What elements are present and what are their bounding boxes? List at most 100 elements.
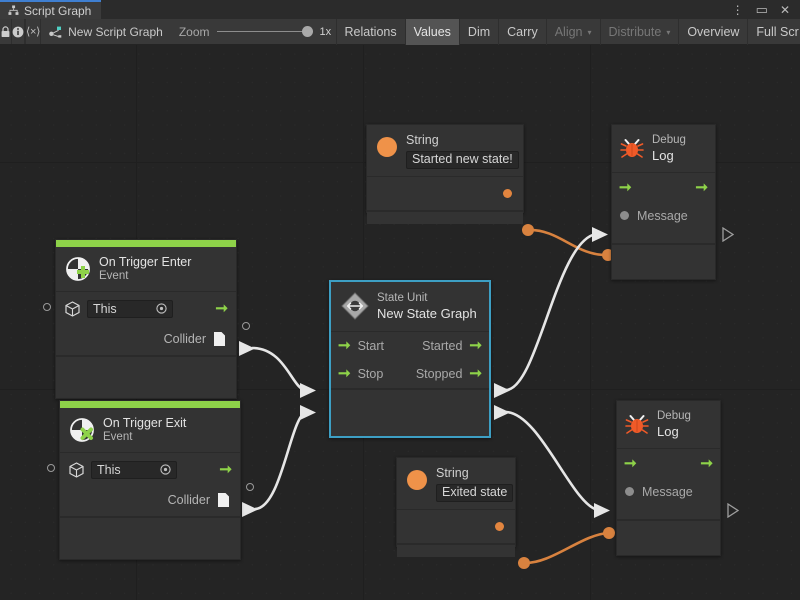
debug-log-top-out-connector[interactable] bbox=[722, 227, 734, 242]
node-debug-log-top[interactable]: Debug Log ➞ ➞ Message bbox=[611, 124, 716, 280]
node-divider bbox=[60, 516, 240, 518]
kebab-menu-icon[interactable]: ⋮ bbox=[731, 2, 744, 17]
on-trigger-exit-left-connector[interactable] bbox=[47, 464, 55, 472]
collider-doc-icon[interactable] bbox=[213, 331, 226, 347]
port-label-start: Start bbox=[357, 338, 384, 353]
output-port-flow[interactable]: ➞ bbox=[700, 455, 713, 473]
toolbar-button-distribute[interactable]: Distribute ▾ bbox=[599, 18, 679, 45]
node-body: ➞ Start Started ➞ ➞ Stop Stopped bbox=[331, 331, 489, 388]
target-object-field[interactable]: This bbox=[87, 299, 173, 318]
node-category-label: State Unit bbox=[377, 292, 428, 304]
graph-canvas[interactable]: String Started new state! bbox=[0, 45, 800, 600]
chevron-down-icon: ▾ bbox=[587, 28, 592, 37]
node-subtitle-label: Event bbox=[99, 269, 129, 282]
output-port-stopped[interactable]: ➞ bbox=[469, 365, 482, 383]
node-string-bottom[interactable]: String Exited state bbox=[396, 457, 516, 557]
node-title-label: Log bbox=[652, 147, 674, 163]
node-footer bbox=[60, 517, 240, 536]
string-value-field[interactable]: Started new state! bbox=[406, 150, 519, 169]
node-title-block: String Started new state! bbox=[406, 133, 519, 169]
toolbar-button-values[interactable]: Values bbox=[404, 18, 459, 45]
input-port-start[interactable]: ➞ bbox=[338, 337, 351, 355]
port-label-message: Message bbox=[642, 484, 693, 499]
bug-icon bbox=[620, 137, 644, 159]
gameobject-cube-icon bbox=[69, 462, 84, 478]
node-header: On Trigger Exit Event bbox=[60, 408, 240, 453]
on-trigger-exit-collider-connector[interactable] bbox=[246, 483, 254, 491]
input-port-stop[interactable]: ➞ bbox=[338, 365, 351, 383]
node-debug-log-bottom[interactable]: Debug Log ➞ ➞ Message bbox=[616, 400, 721, 556]
output-port-value[interactable] bbox=[503, 188, 512, 198]
info-button[interactable] bbox=[12, 19, 25, 44]
chevron-down-icon: ▾ bbox=[666, 28, 671, 37]
zoom-slider-knob[interactable] bbox=[301, 26, 313, 37]
toolbar-button-carry[interactable]: Carry bbox=[498, 18, 546, 45]
tab-script-graph[interactable]: Script Graph bbox=[0, 0, 102, 19]
event-exit-icon bbox=[69, 417, 95, 443]
node-header: On Trigger Enter Event bbox=[56, 247, 236, 292]
zoom-slider[interactable] bbox=[216, 26, 313, 38]
input-port-message[interactable] bbox=[620, 211, 629, 221]
input-port-flow[interactable]: ➞ bbox=[624, 455, 637, 473]
node-on-trigger-exit[interactable]: On Trigger Exit Event T bbox=[59, 400, 241, 560]
collider-doc-icon[interactable] bbox=[217, 492, 230, 508]
distribute-label: Distribute bbox=[608, 24, 662, 39]
node-divider bbox=[617, 447, 720, 449]
node-type-label: String bbox=[436, 466, 469, 480]
node-body: This ➞ Collider bbox=[56, 292, 236, 356]
toolbar-button-fullscreen[interactable]: Full Scr bbox=[747, 18, 800, 45]
output-port-started[interactable]: ➞ bbox=[469, 337, 482, 355]
node-header: Debug Log bbox=[612, 125, 715, 172]
debug-log-bottom-out-connector[interactable] bbox=[727, 503, 739, 518]
graph-breadcrumb[interactable]: New Script Graph bbox=[41, 19, 173, 44]
string-value-icon bbox=[406, 469, 428, 494]
output-port-value[interactable] bbox=[495, 521, 504, 531]
maximize-icon[interactable]: ▭ bbox=[755, 2, 768, 17]
output-port-flow[interactable]: ➞ bbox=[215, 300, 228, 318]
output-port-flow[interactable]: ➞ bbox=[219, 461, 232, 479]
node-category-label: Debug bbox=[657, 410, 691, 422]
node-body: ➞ ➞ Message bbox=[612, 172, 715, 243]
node-body: ➞ ➞ Message bbox=[617, 448, 720, 519]
info-icon bbox=[12, 26, 24, 38]
target-picker-icon[interactable] bbox=[156, 303, 167, 314]
port-label-collider: Collider bbox=[163, 332, 206, 347]
input-port-message[interactable] bbox=[625, 487, 634, 497]
node-footer bbox=[331, 388, 489, 404]
toolbar-button-align[interactable]: Align ▾ bbox=[545, 18, 600, 45]
port-label-message: Message bbox=[637, 208, 688, 223]
target-object-field[interactable]: This bbox=[91, 460, 177, 479]
string-value-field[interactable]: Exited state bbox=[436, 483, 514, 502]
toolbar-button-overview[interactable]: Overview bbox=[678, 18, 747, 45]
graph-icon bbox=[8, 5, 19, 16]
node-body bbox=[367, 176, 523, 210]
tab-label: Script Graph bbox=[24, 3, 92, 18]
node-title-label: New State Graph bbox=[377, 305, 477, 321]
code-view-button[interactable]: ⟨×⟩ bbox=[26, 19, 42, 44]
toolbar-button-relations[interactable]: Relations bbox=[335, 18, 405, 45]
event-accent-bar bbox=[56, 240, 236, 247]
node-header: String Exited state bbox=[397, 458, 515, 509]
node-title-label: On Trigger Enter bbox=[99, 255, 192, 269]
on-trigger-enter-left-connector[interactable] bbox=[43, 303, 51, 311]
node-divider bbox=[397, 542, 515, 544]
toolbar-button-dim[interactable]: Dim bbox=[458, 18, 498, 45]
target-picker-icon[interactable] bbox=[160, 464, 171, 475]
node-divider bbox=[367, 175, 523, 177]
output-port-flow[interactable]: ➞ bbox=[695, 179, 708, 197]
on-trigger-enter-collider-connector[interactable] bbox=[242, 322, 250, 330]
graph-toolbar: ⟨×⟩ New Script Graph Zoom 1x Relatio bbox=[0, 18, 800, 45]
node-on-trigger-enter[interactable]: On Trigger Enter Event bbox=[55, 239, 237, 399]
node-footer bbox=[612, 243, 715, 257]
node-state-unit[interactable]: State Unit New State Graph ➞ Start Start… bbox=[329, 280, 491, 438]
node-divider bbox=[397, 508, 515, 510]
input-port-flow[interactable]: ➞ bbox=[619, 179, 632, 197]
close-icon[interactable]: ✕ bbox=[779, 2, 790, 17]
node-footer bbox=[397, 543, 515, 557]
toolbar-spacer-1 bbox=[25, 19, 26, 44]
lock-button[interactable] bbox=[0, 19, 12, 44]
node-string-top[interactable]: String Started new state! bbox=[366, 124, 524, 224]
node-title-block: Debug Log bbox=[657, 410, 691, 439]
node-header: Debug Log bbox=[617, 401, 720, 448]
event-enter-icon bbox=[65, 256, 91, 282]
